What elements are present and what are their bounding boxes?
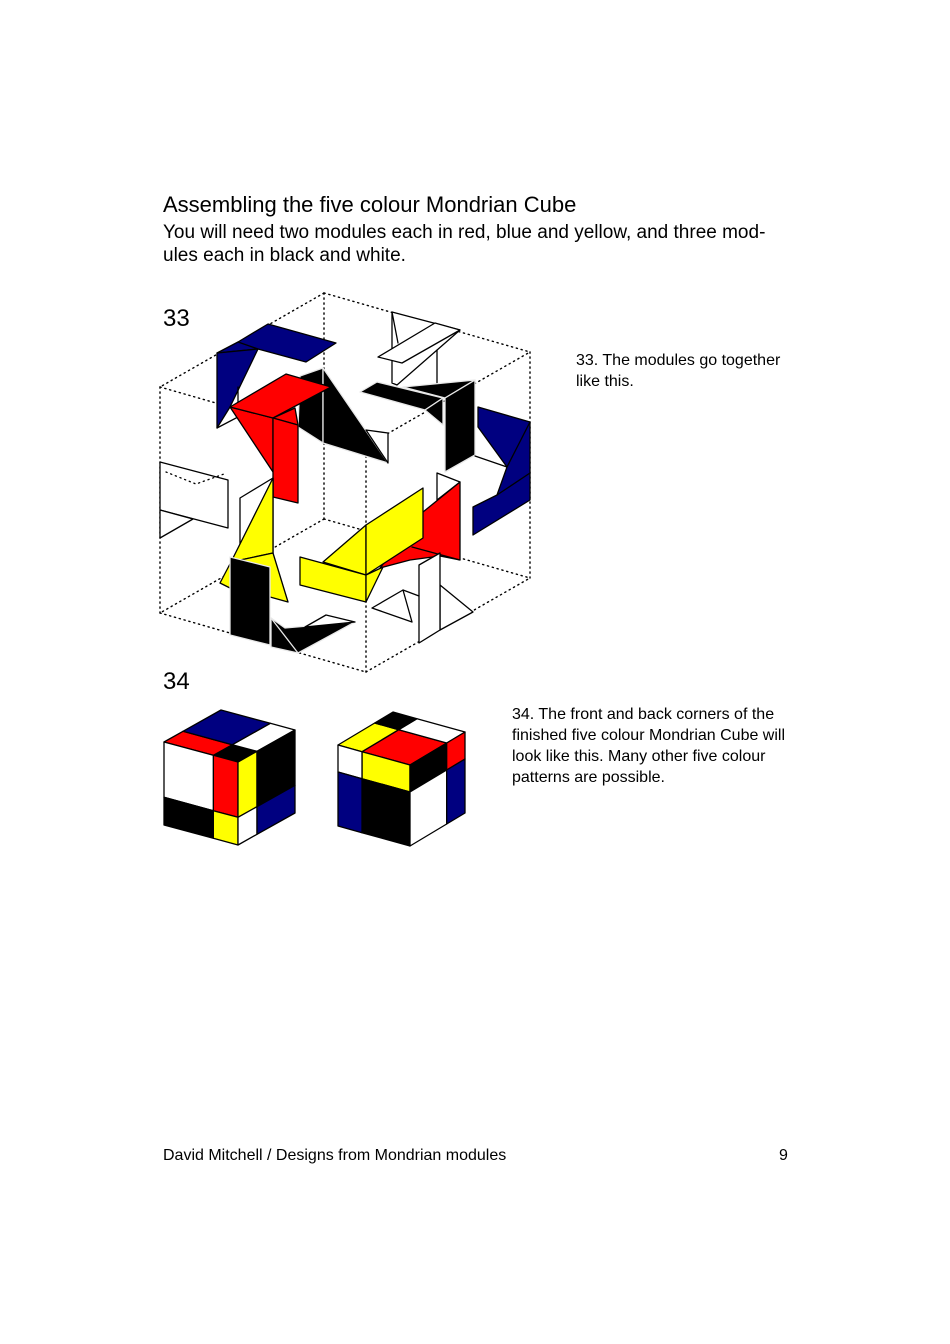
figure-34-caption: 34. The front and back corners of the fi… <box>512 704 785 788</box>
cube-right-face-cell-yellow <box>237 750 258 818</box>
yellow-module-right <box>299 487 424 603</box>
caption-line: 33. The modules go together <box>576 352 781 369</box>
figure-33-exploded-diagram <box>159 292 531 673</box>
cube-right-face-cell-blue <box>256 784 296 835</box>
white-module-left <box>159 461 229 539</box>
section-title: Assembling the five colour Mondrian Cube <box>163 192 577 217</box>
figure-34-back-corner-cube <box>337 711 466 847</box>
caption-line: 34. The front and back corners of the <box>512 706 775 723</box>
figure-33-label: 33 <box>163 305 190 332</box>
footer-credit: David Mitchell / Designs from Mondrian m… <box>163 1147 507 1164</box>
figure-34-label: 34 <box>163 668 190 695</box>
black-module-bottom <box>270 614 356 654</box>
intro-line: ules each in black and white. <box>163 245 406 266</box>
red-module-top <box>229 373 332 504</box>
white-module-bottom-right <box>371 552 474 644</box>
blue-module-right <box>472 406 531 536</box>
figure-34-front-corner-cube <box>163 709 296 846</box>
caption-line: finished five colour Mondrian Cube will <box>512 727 786 744</box>
figure-33-caption: 33. The modules go together like this. <box>576 350 780 392</box>
intro-paragraph: You will need two modules each in red, b… <box>163 221 765 267</box>
cube-left-face-cell-black <box>163 796 214 839</box>
cube-right-face-cell-blue <box>446 758 466 825</box>
page-number: 9 <box>779 1147 788 1164</box>
cube-left-face-cell-yellow <box>212 810 239 846</box>
white-module-top-right <box>377 311 461 386</box>
cube-top-face-cell-blue <box>182 709 271 746</box>
intro-line: You will need two modules each in red, b… <box>163 222 766 243</box>
caption-line: like this. <box>576 373 634 390</box>
cube-left-face-cell-blue <box>337 771 363 834</box>
black-module-right <box>359 379 508 473</box>
yellow-module-left <box>219 477 289 646</box>
cube-top-face-cell-black <box>374 711 418 731</box>
cube-left-face-cell-red <box>212 754 239 818</box>
caption-line: look like this. Many other five colour <box>512 748 766 765</box>
caption-line: patterns are possible. <box>512 769 665 786</box>
